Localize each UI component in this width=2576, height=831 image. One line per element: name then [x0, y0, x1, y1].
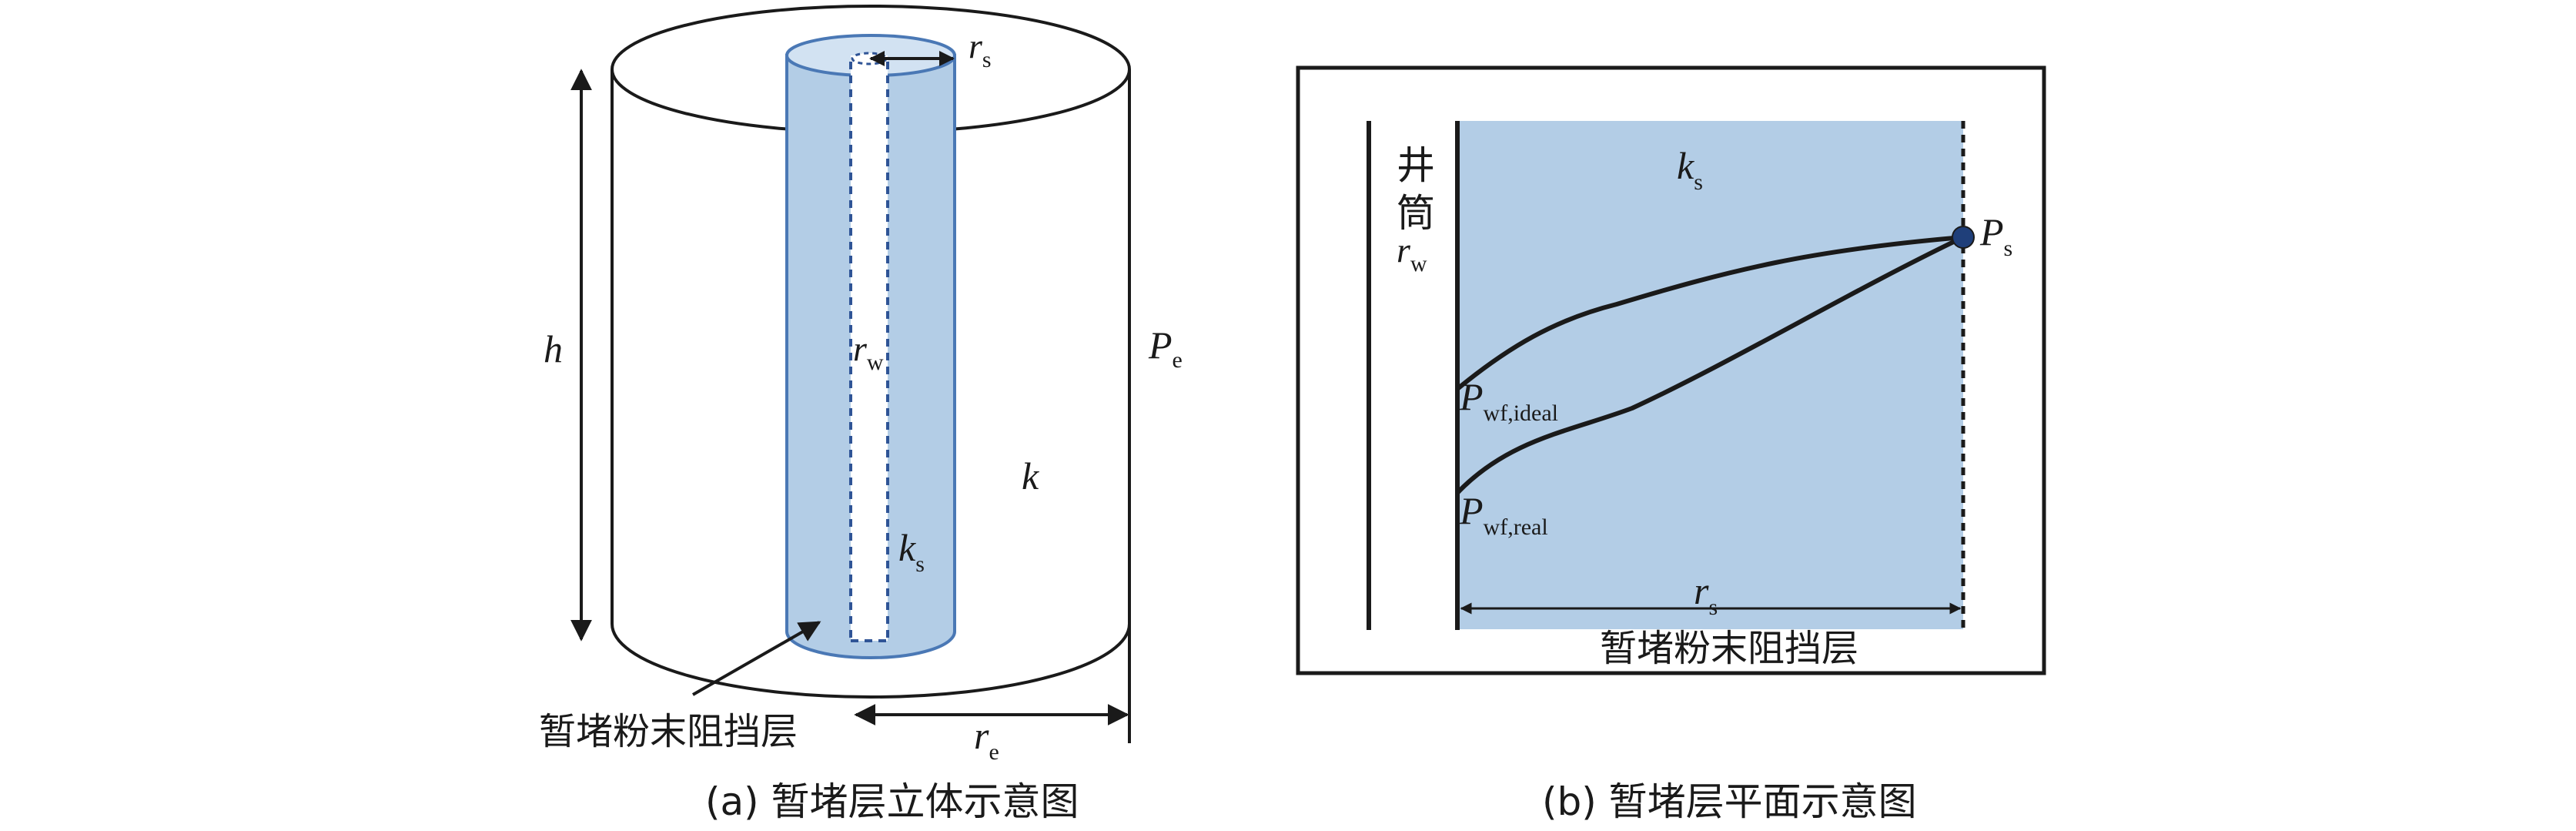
barrier-label-b: 暂堵粉末阻挡层: [1600, 627, 1858, 670]
ideal-pressure-curve: [1456, 235, 1964, 391]
panel-b-plan-view: 井 筒 rw ks Ps Pwf,ideal Pwf,real rs: [1296, 65, 2046, 824]
ps-point: [1952, 226, 1975, 249]
wellbore-label-2: 筒: [1397, 191, 1435, 236]
rw-label: rw: [853, 329, 884, 375]
caption-a: (a) 暂堵层立体示意图: [705, 779, 1079, 824]
cylinder-bottom-arc: [611, 623, 1131, 699]
re-label: re: [974, 714, 999, 765]
real-pressure-curve: [1455, 235, 1965, 495]
caption-b: (b) 暂堵层平面示意图: [1542, 779, 1917, 824]
ks-label-b: ks: [1677, 144, 1703, 195]
h-label: h: [544, 327, 563, 370]
panel-b-frame: [1296, 65, 2046, 675]
k-label: k: [1022, 454, 1039, 498]
barrier-label-a: 暂堵粉末阻挡层: [539, 710, 798, 753]
wellbore-label-1: 井: [1397, 143, 1435, 188]
rs-label-b: rs: [1694, 569, 1718, 620]
pe-label: Pe: [1148, 323, 1183, 373]
barrier-region: [1457, 121, 1963, 629]
barrier-pointer-arrow: [692, 621, 821, 696]
rs-label: rs: [969, 26, 992, 72]
wellbore-channel: [851, 55, 888, 641]
ps-label: Ps: [1979, 210, 2012, 261]
pwf-real-label: Pwf,real: [1459, 489, 1548, 540]
ks-label: ks: [898, 526, 925, 577]
pwf-ideal-label: Pwf,ideal: [1459, 375, 1558, 426]
panel-a-3d-view: rs h rw Pe k ks 暂堵粉末阻挡层 re (a) 暂堵层立体示意图: [539, 5, 1183, 824]
barrier-layer-cylinder: [785, 34, 956, 659]
rw-label-b: rw: [1397, 230, 1427, 276]
